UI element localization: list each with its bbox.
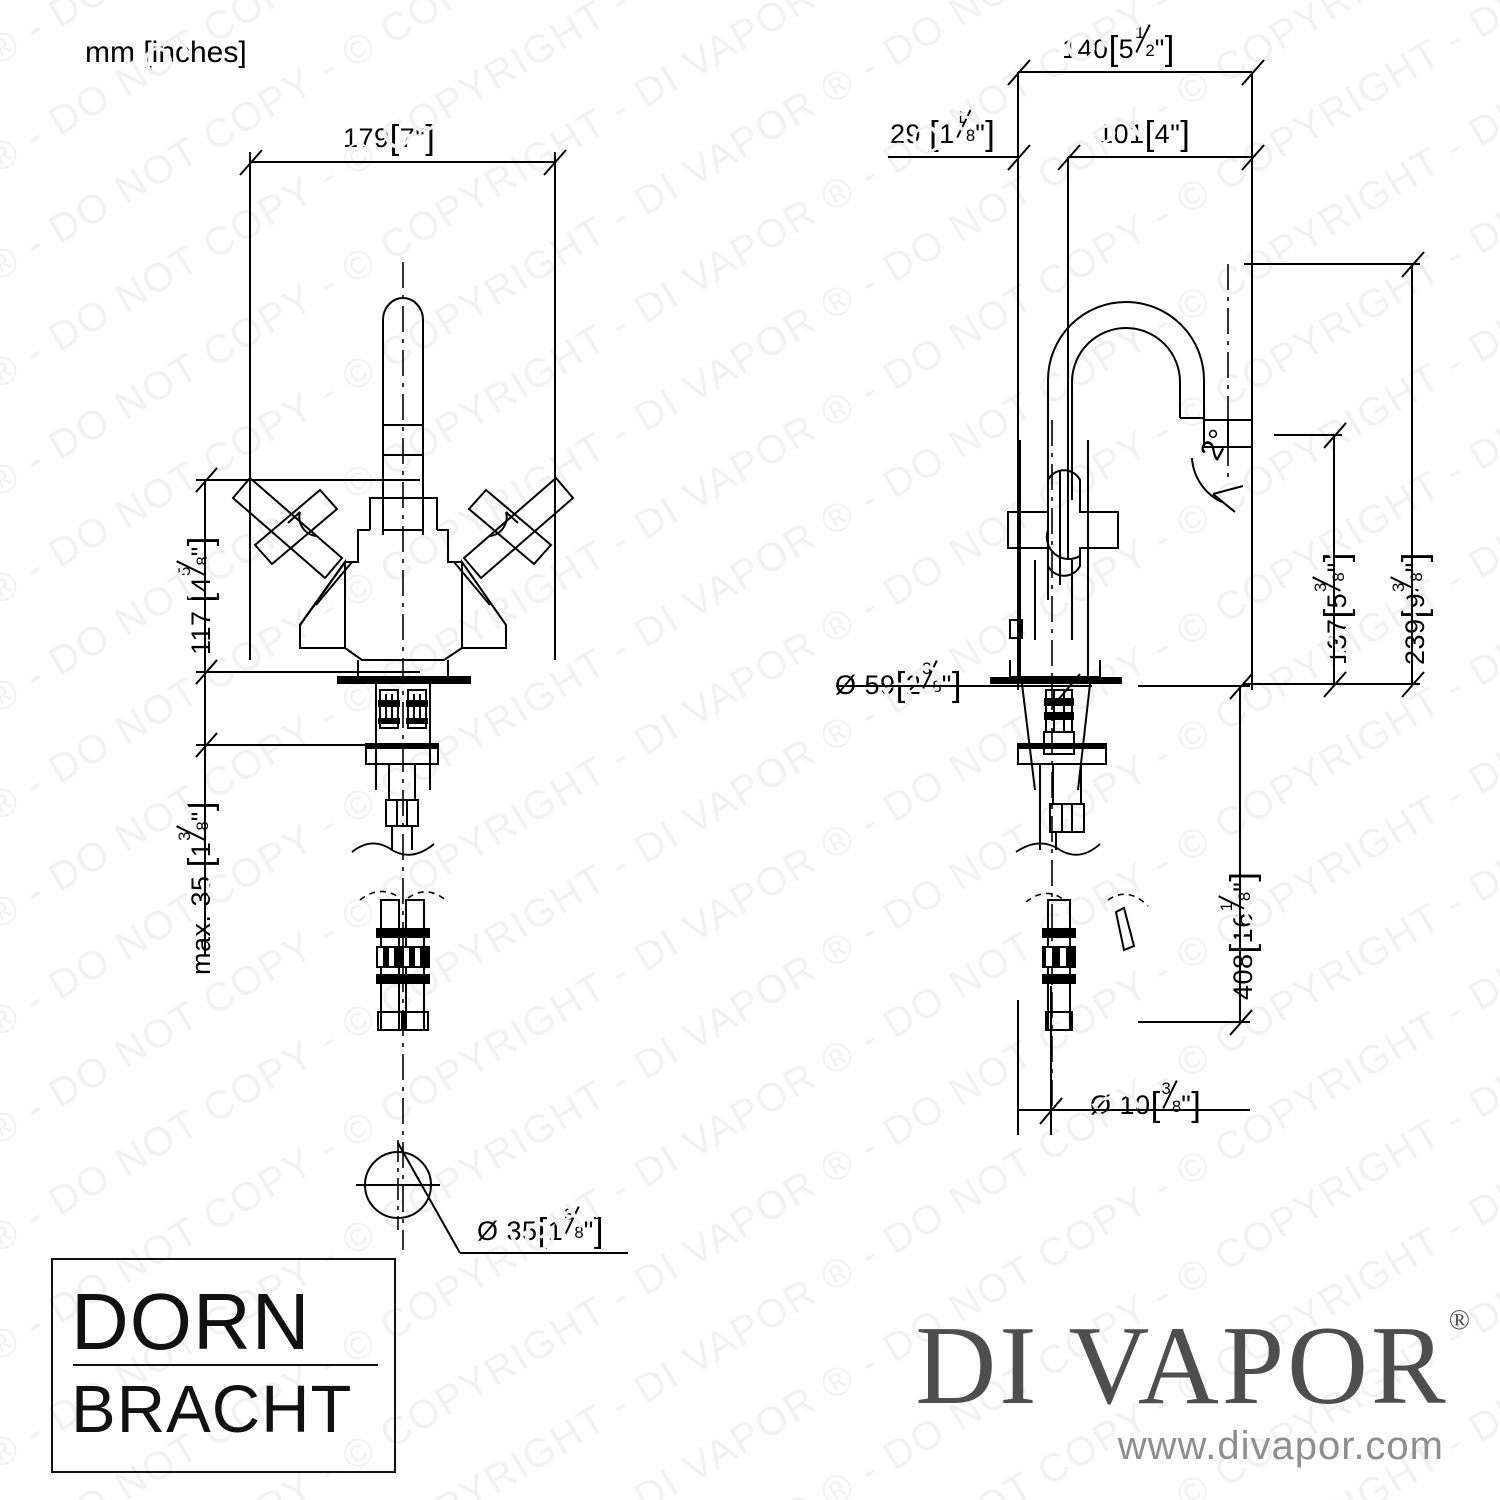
front-supply-connectors bbox=[359, 890, 449, 1031]
mounting-hole-circle bbox=[356, 1140, 628, 1254]
side-mount-assembly bbox=[1017, 683, 1107, 850]
front-mount-assembly bbox=[365, 684, 439, 850]
registered-trademark-icon: ® bbox=[1448, 1304, 1470, 1336]
units-label: mm [inches] bbox=[85, 36, 247, 69]
dornbracht-logo-divider bbox=[73, 1364, 378, 1366]
dornbracht-brand-logo: DORN BRACHT bbox=[51, 1258, 396, 1473]
side-cross-handle bbox=[1007, 469, 1119, 585]
dim-side-reach: 101[4"] bbox=[1098, 115, 1191, 154]
spout-arch bbox=[1047, 301, 1253, 600]
dim-front-width: 179[7"] bbox=[343, 119, 436, 158]
right-cross-handle bbox=[462, 476, 575, 580]
side-supply-connector bbox=[1025, 892, 1149, 1031]
dornbracht-logo-line1: DORN bbox=[71, 1277, 311, 1366]
front-view-geometry bbox=[195, 149, 628, 1254]
left-cross-handle bbox=[231, 476, 344, 580]
divapor-logo-text: DI VAPOR® bbox=[845, 1306, 1470, 1422]
side-view-geometry bbox=[836, 59, 1425, 1135]
divapor-website-url[interactable]: www.divapor.com bbox=[1117, 1424, 1444, 1468]
divapor-company-logo: DI VAPOR® www.divapor.com bbox=[845, 1306, 1470, 1480]
divapor-name: DI VAPOR bbox=[915, 1304, 1449, 1428]
diameter-icon: Ø bbox=[1090, 1090, 1112, 1120]
diameter-icon: Ø bbox=[477, 1216, 499, 1246]
angle-annotation bbox=[1191, 457, 1244, 513]
dornbracht-logo-line2: BRACHT bbox=[71, 1372, 353, 1447]
